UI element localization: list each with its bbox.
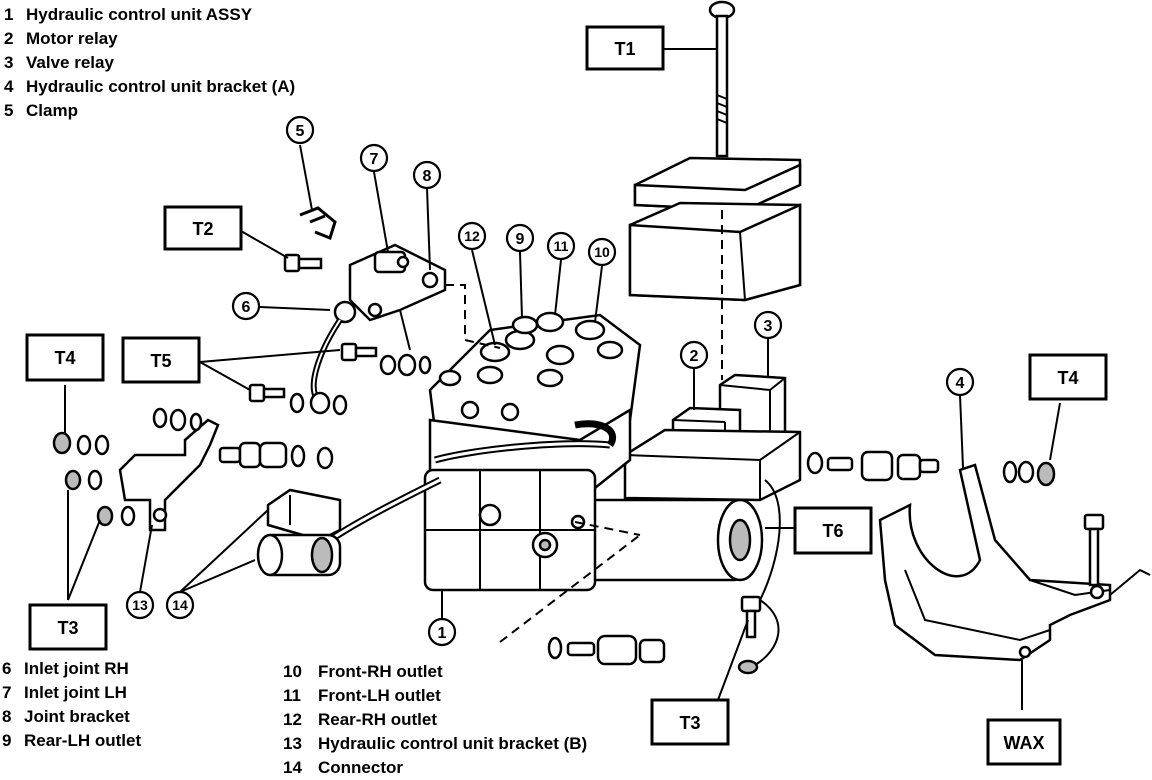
torque-label-t2: T2 [163, 205, 243, 251]
callout-2: 2 [679, 340, 709, 410]
callout-3: 3 [753, 310, 783, 378]
torque-label-t5: T5 [121, 336, 201, 384]
callout-7: 7 [359, 143, 389, 253]
svg-text:10: 10 [594, 244, 610, 260]
svg-text:14: 14 [172, 597, 188, 613]
svg-text:T3: T3 [57, 618, 78, 638]
torque-label-t1: T1 [585, 25, 665, 71]
svg-text:T5: T5 [150, 351, 171, 371]
rubber-mount-right [806, 450, 1056, 487]
rubber-mount-left [218, 441, 334, 470]
torque-label-t6: T6 [793, 506, 873, 555]
svg-text:12: 12 [464, 228, 480, 244]
callout-8: 8 [412, 160, 442, 271]
svg-text:1: 1 [438, 625, 447, 642]
svg-text:13: 13 [132, 597, 148, 613]
connector-upper [266, 488, 342, 542]
bolt-t5-upper [340, 342, 432, 377]
inlet-joint-rh [310, 300, 357, 396]
rubber-mount-lower [547, 634, 666, 666]
svg-text:T3: T3 [679, 713, 700, 733]
callout-1: 1 [427, 590, 457, 647]
bolt-bracket-a [1083, 513, 1105, 587]
inlet-joint-lh [373, 250, 410, 274]
torque-label-t4-right: T4 [1028, 353, 1108, 401]
callout-4: 4 [945, 367, 975, 469]
callout-6: 6 [231, 291, 261, 321]
pump-motor [578, 498, 764, 582]
callout-12: 12 [457, 221, 496, 346]
callout-14: 14 [165, 590, 195, 620]
mounting-bolt-long [708, 0, 736, 158]
svg-text:4: 4 [956, 375, 965, 392]
callout-13: 13 [125, 590, 155, 620]
relay-tray [623, 428, 802, 502]
washers-left [52, 407, 203, 527]
clamp [299, 206, 337, 240]
hydraulic-control-unit-bracket-b [118, 418, 220, 532]
svg-text:11: 11 [554, 238, 569, 254]
svg-text:T2: T2 [192, 219, 213, 239]
svg-text:2: 2 [690, 348, 699, 365]
hydraulic-control-unit-bracket-a [878, 463, 1151, 662]
spec-label-wax: WAX [986, 718, 1062, 766]
callout-5: 5 [285, 115, 315, 211]
svg-text:7: 7 [370, 151, 379, 168]
svg-text:WAX: WAX [1003, 733, 1044, 753]
callout-10: 10 [587, 237, 617, 323]
callout-11: 11 [546, 231, 576, 316]
cover-lid [628, 156, 802, 302]
bolt-t2 [283, 253, 323, 273]
outlet-fittings [438, 311, 624, 388]
callout-9: 9 [505, 223, 535, 319]
svg-text:T1: T1 [614, 39, 635, 59]
svg-text:T4: T4 [1057, 368, 1078, 388]
torque-label-t3-bottom: T3 [650, 698, 730, 746]
svg-text:8: 8 [423, 168, 432, 185]
torque-label-t3-left: T3 [28, 603, 108, 651]
bolt-t5-lower [248, 383, 348, 416]
connector-lower [256, 533, 342, 577]
svg-text:T6: T6 [822, 521, 843, 541]
torque-label-t4-left: T4 [25, 333, 105, 382]
svg-text:3: 3 [764, 318, 773, 335]
svg-text:9: 9 [516, 231, 525, 248]
svg-text:6: 6 [242, 299, 251, 316]
svg-text:5: 5 [296, 123, 305, 140]
svg-text:T4: T4 [54, 348, 75, 368]
hydraulic-control-unit [423, 311, 642, 592]
